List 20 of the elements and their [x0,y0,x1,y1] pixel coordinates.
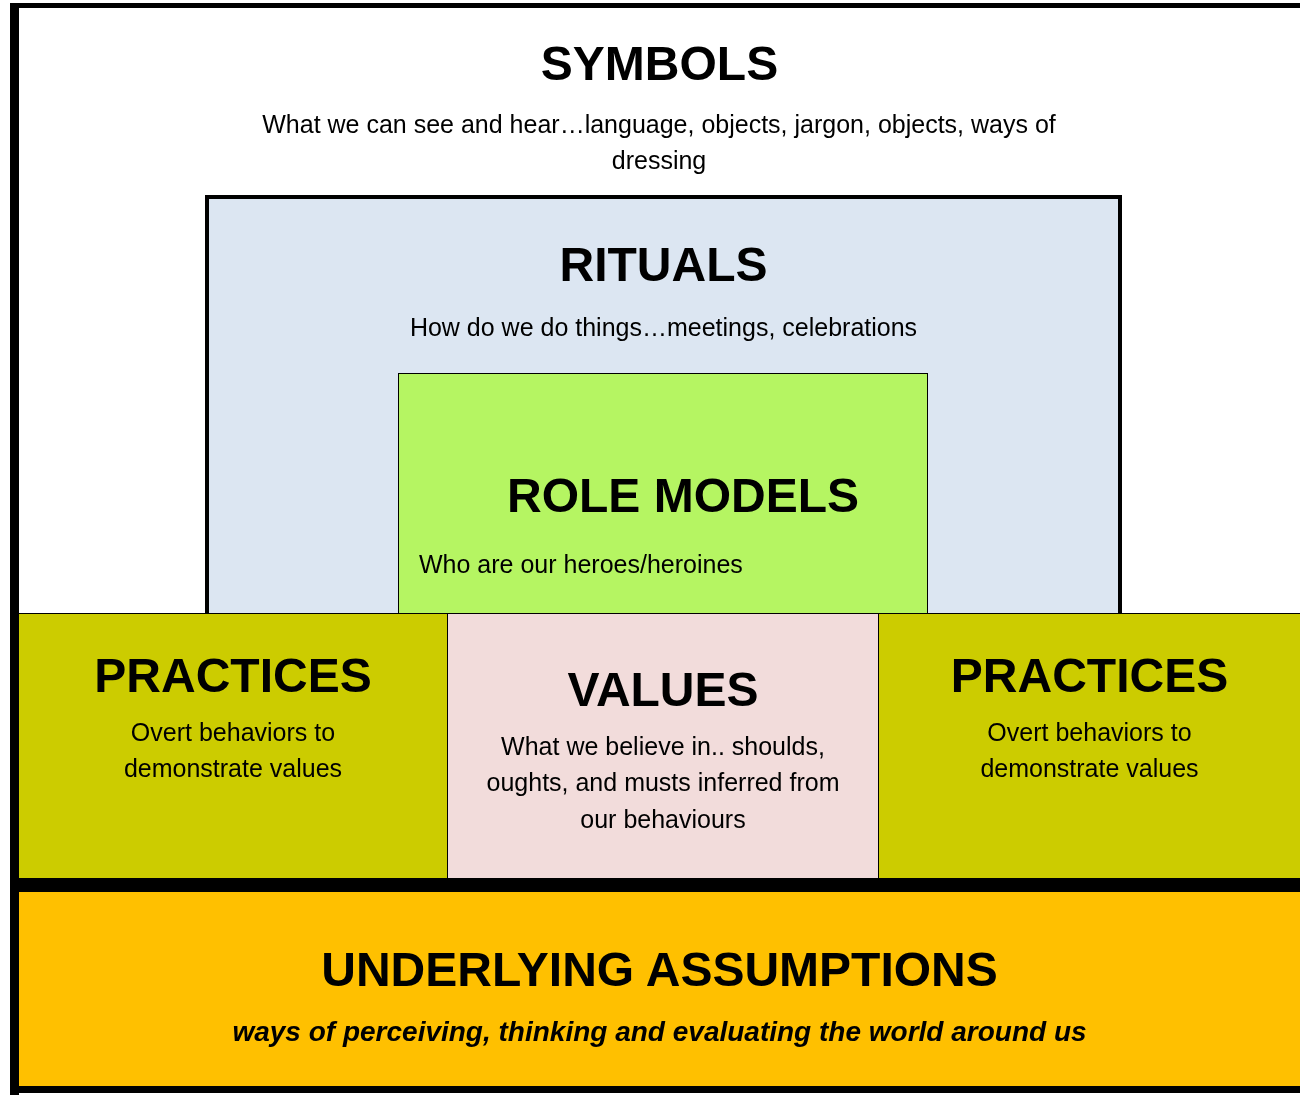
description: ways of perceiving, thinking and evaluating the world around us [231,1015,1088,1049]
outer-frame [10,3,1300,1095]
side-panel [19,613,447,878]
heading: RITUALS [558,239,769,292]
heading: PRACTICES [949,650,1230,703]
description: How do we do things…meetings, celebrations [408,312,919,343]
description: Overt behaviors to demonstrate values [979,717,1200,785]
heading: PRACTICES [93,650,373,703]
side-panel [879,613,1300,878]
description: What we believe in.. shoulds, oughts, and musts inferred from our behaviours [485,731,841,835]
heading: SYMBOLS [539,38,780,91]
heading: ROLE MODELS [506,470,860,523]
heading: VALUES [566,664,760,717]
description: Overt behaviors to demonstrate values [122,717,344,785]
description: What we can see and hear…language, objects, jargon, objects, ways of dressing [261,109,1057,177]
heading: UNDERLYING ASSUMPTIONS [320,944,999,997]
inner-panel [205,195,1122,613]
center-panel [398,373,928,613]
description: Who are our heroes/heroines [419,549,744,580]
center-panel [447,613,879,878]
